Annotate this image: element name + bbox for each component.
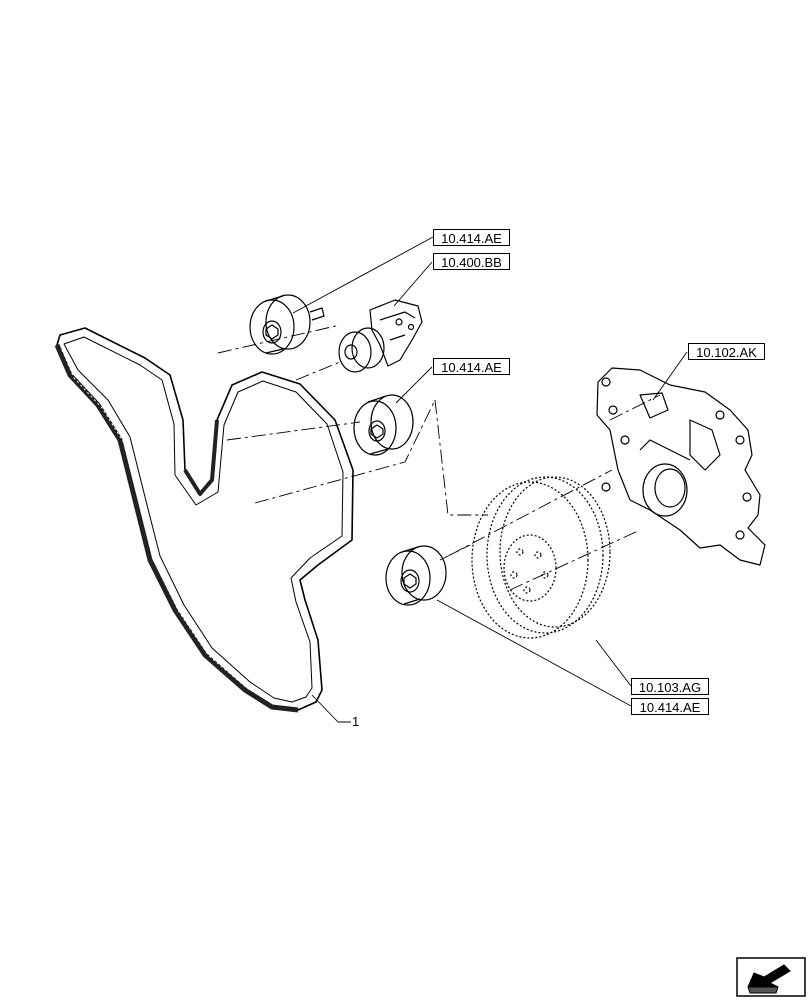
ref-idler-bottom[interactable]: 10.414.AE bbox=[631, 698, 709, 715]
idler-pulley-middle bbox=[353, 394, 414, 456]
center-lines bbox=[217, 324, 661, 591]
idler-pulley-top bbox=[249, 294, 325, 355]
crankshaft-damper bbox=[471, 476, 611, 639]
ref-idler-middle[interactable]: 10.414.AE bbox=[433, 358, 510, 375]
ref-front-cover[interactable]: 10.102.AK bbox=[688, 343, 765, 360]
ref-idler-top[interactable]: 10.414.AE bbox=[433, 229, 510, 246]
next-page-arrow-icon[interactable] bbox=[736, 957, 806, 997]
tensioner bbox=[338, 299, 423, 373]
front-cover bbox=[596, 367, 766, 566]
idler-pulley-bottom bbox=[385, 545, 447, 606]
ref-tensioner[interactable]: 10.400.BB bbox=[433, 253, 510, 270]
belt bbox=[54, 327, 354, 713]
leader-lines bbox=[292, 236, 688, 723]
item-number-belt: 1 bbox=[352, 714, 360, 729]
ref-crankshaft-damper[interactable]: 10.103.AG bbox=[631, 678, 709, 695]
